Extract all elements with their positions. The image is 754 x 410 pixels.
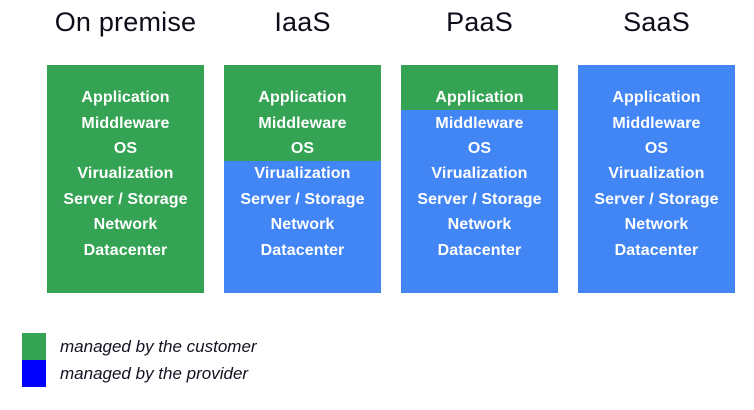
column-title: PaaS <box>446 7 513 37</box>
layer-cell: Datacenter <box>224 237 381 263</box>
layer-cell: Middleware <box>224 110 381 136</box>
legend-item: managed by the customer <box>22 333 422 360</box>
layer-cell: Network <box>47 211 204 238</box>
layer-cell: Virualization <box>401 161 558 187</box>
legend-item: managed by the provider <box>22 360 422 387</box>
layer-cell: OS <box>578 135 735 162</box>
layer-cell: OS <box>401 135 558 162</box>
stack-bottom-padding <box>401 262 558 293</box>
layer-cell: Application <box>224 85 381 111</box>
layer-cell: Middleware <box>47 110 204 136</box>
legend-swatch-provider <box>22 360 46 387</box>
column-title: IaaS <box>274 7 331 37</box>
legend-swatch-customer <box>22 333 46 360</box>
stack-top-padding <box>578 65 735 85</box>
layer-cell: Datacenter <box>47 237 204 263</box>
layer-cell: Middleware <box>401 110 558 136</box>
layer-cell: Virualization <box>224 161 381 187</box>
layer-cell: Network <box>578 211 735 238</box>
layer-cell: Server / Storage <box>47 186 204 212</box>
layer-cell: Server / Storage <box>224 186 381 212</box>
column-title: On premise <box>54 7 197 37</box>
legend: managed by the customer managed by the pr… <box>22 333 422 387</box>
layer-cell: Network <box>224 211 381 238</box>
layer-cell: Datacenter <box>578 237 735 263</box>
legend-label: managed by the customer <box>60 336 257 356</box>
layer-cell: OS <box>224 135 381 162</box>
layer-cell: Datacenter <box>401 237 558 263</box>
layer-cell: Middleware <box>578 110 735 136</box>
layer-cell: Network <box>401 211 558 238</box>
layer-cell: Application <box>401 85 558 111</box>
layer-cell: Application <box>578 85 735 111</box>
layer-cell: Server / Storage <box>401 186 558 212</box>
layer-cell: Server / Storage <box>578 186 735 212</box>
layer-cell: Virualization <box>578 161 735 187</box>
stack-top-padding <box>401 65 558 85</box>
layer-cell: OS <box>47 135 204 162</box>
layer-cell: Virualization <box>47 161 204 187</box>
legend-label: managed by the provider <box>60 363 249 383</box>
stack-bottom-padding <box>224 262 381 293</box>
stack-bottom-padding <box>578 262 735 293</box>
column-title: SaaS <box>623 7 690 37</box>
stack-bottom-padding <box>47 262 204 293</box>
layer-cell: Application <box>47 85 204 111</box>
stack-top-padding <box>47 65 204 85</box>
stack-top-padding <box>224 65 381 85</box>
